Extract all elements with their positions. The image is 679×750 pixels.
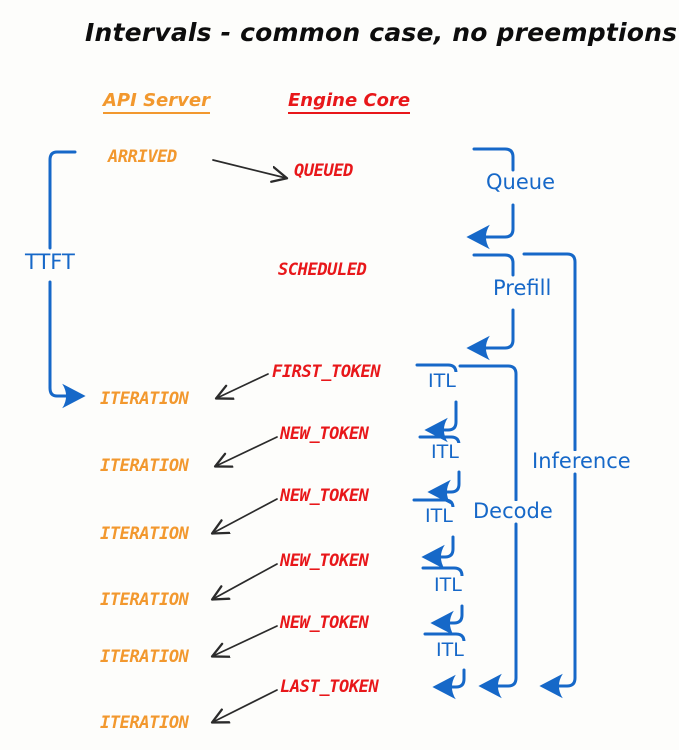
ttft-bracket-bottom (48, 280, 70, 398)
arrow-first-token-to-iteration (217, 373, 269, 398)
interval-label-itl-3: ITL (422, 507, 456, 526)
state-iteration-1: ITERATION (100, 389, 189, 409)
arrow-arrived-to-queued (212, 159, 286, 178)
inference-bracket-bottom (554, 472, 577, 688)
interval-label-decode: Decode (470, 501, 556, 522)
state-new-token-2: NEW_TOKEN (280, 486, 369, 506)
arrow-new-token-to-iteration-3 (213, 563, 278, 599)
interval-label-itl-5: ITL (433, 641, 467, 660)
interval-label-itl-1: ITL (425, 372, 459, 391)
column-header-engine-core: Engine Core (288, 90, 411, 114)
itl-bracket-3-bottom (436, 535, 455, 559)
interval-label-itl-2: ITL (428, 443, 462, 462)
interval-label-itl-4: ITL (431, 576, 465, 595)
state-first-token: FIRST_TOKEN (272, 362, 381, 382)
interval-label-inference: Inference (529, 451, 634, 472)
ttft-bracket-top (48, 150, 77, 250)
inference-bracket-top (522, 252, 577, 452)
queue-bracket-top (472, 147, 515, 172)
decode-bracket-top (458, 364, 518, 502)
state-iteration-3: ITERATION (100, 524, 189, 544)
state-last-token: LAST_TOKEN (280, 677, 379, 697)
state-new-token-4: NEW_TOKEN (280, 613, 369, 633)
prefill-bracket-top (472, 253, 515, 277)
interval-label-prefill: Prefill (490, 278, 555, 299)
itl-bracket-1-bottom (439, 400, 458, 432)
queue-bracket-bottom (481, 203, 515, 239)
itl-bracket-5-bottom (447, 668, 466, 689)
state-iteration-4: ITERATION (100, 590, 189, 610)
state-new-token-1: NEW_TOKEN (280, 424, 369, 444)
arrow-new-token-to-iteration-2 (213, 498, 278, 533)
state-queued: QUEUED (294, 161, 354, 181)
prefill-bracket-bottom (481, 308, 515, 350)
state-iteration-2: ITERATION (100, 456, 189, 476)
interval-label-queue: Queue (483, 172, 558, 193)
itl-bracket-4-bottom (445, 604, 464, 625)
state-iteration-6: ITERATION (100, 713, 189, 733)
state-iteration-5: ITERATION (100, 647, 189, 667)
interval-label-ttft: TTFT (22, 252, 78, 273)
arrow-new-token-to-iteration-1 (216, 436, 278, 466)
itl-bracket-2-bottom (442, 470, 461, 494)
decode-bracket-bottom (493, 522, 518, 688)
state-scheduled: SCHEDULED (278, 260, 367, 280)
arrow-new-token-to-iteration-4 (213, 625, 278, 656)
page-title: Intervals - common case, no preemptions (85, 18, 678, 47)
arrow-last-token-to-iteration (213, 689, 278, 722)
itl-bracket-4-top (421, 566, 464, 582)
state-new-token-3: NEW_TOKEN (280, 551, 369, 571)
state-arrived: ARRIVED (108, 147, 177, 167)
column-header-api-server: API Server (103, 90, 210, 114)
